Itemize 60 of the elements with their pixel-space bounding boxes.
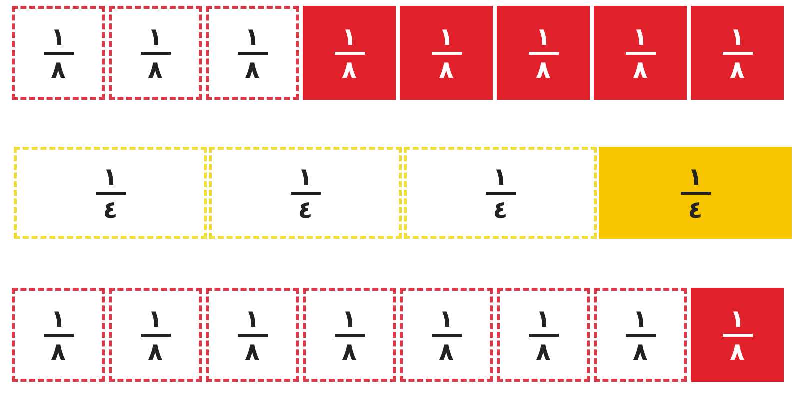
denominator: ٨ [439, 56, 454, 82]
fraction-strip-cell [109, 288, 202, 382]
numerator: ١ [148, 24, 163, 50]
fraction-strip-cell [497, 6, 590, 100]
denominator: ٤ [298, 196, 313, 222]
fraction-strip-cell [206, 288, 299, 382]
fraction-strip-cell [691, 6, 784, 100]
fraction-strip-cell [594, 6, 687, 100]
denominator: ٨ [439, 338, 454, 364]
fraction-strip-cell [109, 6, 202, 100]
denominator: ٨ [148, 338, 163, 364]
numerator: ١ [342, 306, 357, 332]
fraction-strip-cell [400, 288, 493, 382]
numerator: ١ [493, 164, 508, 190]
denominator: ٤ [103, 196, 118, 222]
denominator: ٤ [493, 196, 508, 222]
fraction-strip-cell [206, 6, 299, 100]
fraction-strip-cell [400, 6, 493, 100]
numerator: ١ [536, 306, 551, 332]
numerator: ١ [342, 24, 357, 50]
fraction-strip-cell [303, 6, 396, 100]
numerator: ١ [245, 24, 260, 50]
fraction-strip-cell [12, 6, 105, 100]
numerator: ١ [51, 24, 66, 50]
denominator: ٨ [245, 338, 260, 364]
fraction-strip-cell [599, 147, 792, 239]
numerator: ١ [730, 24, 745, 50]
numerator: ١ [51, 306, 66, 332]
denominator: ٨ [730, 338, 745, 364]
numerator: ١ [633, 306, 648, 332]
denominator: ٨ [342, 56, 357, 82]
numerator: ١ [245, 306, 260, 332]
fraction-strip-cell [303, 288, 396, 382]
fraction-strip-cell [14, 147, 207, 239]
denominator: ٨ [342, 338, 357, 364]
numerator: ١ [536, 24, 551, 50]
numerator: ١ [298, 164, 313, 190]
fraction-strip-cell [497, 288, 590, 382]
denominator: ٨ [51, 338, 66, 364]
denominator: ٨ [536, 56, 551, 82]
denominator: ٤ [688, 196, 703, 222]
denominator: ٨ [51, 56, 66, 82]
numerator: ١ [103, 164, 118, 190]
denominator: ٨ [633, 338, 648, 364]
numerator: ١ [439, 306, 454, 332]
numerator: ١ [730, 306, 745, 332]
fraction-strip-cell [12, 288, 105, 382]
fraction-strip-cell [594, 288, 687, 382]
numerator: ١ [148, 306, 163, 332]
denominator: ٨ [148, 56, 163, 82]
denominator: ٨ [730, 56, 745, 82]
denominator: ٨ [536, 338, 551, 364]
fraction-strip-cell [404, 147, 597, 239]
fraction-strip-cell [209, 147, 402, 239]
fraction-strip-cell [691, 288, 784, 382]
denominator: ٨ [245, 56, 260, 82]
numerator: ١ [633, 24, 648, 50]
denominator: ٨ [633, 56, 648, 82]
numerator: ١ [439, 24, 454, 50]
numerator: ١ [688, 164, 703, 190]
